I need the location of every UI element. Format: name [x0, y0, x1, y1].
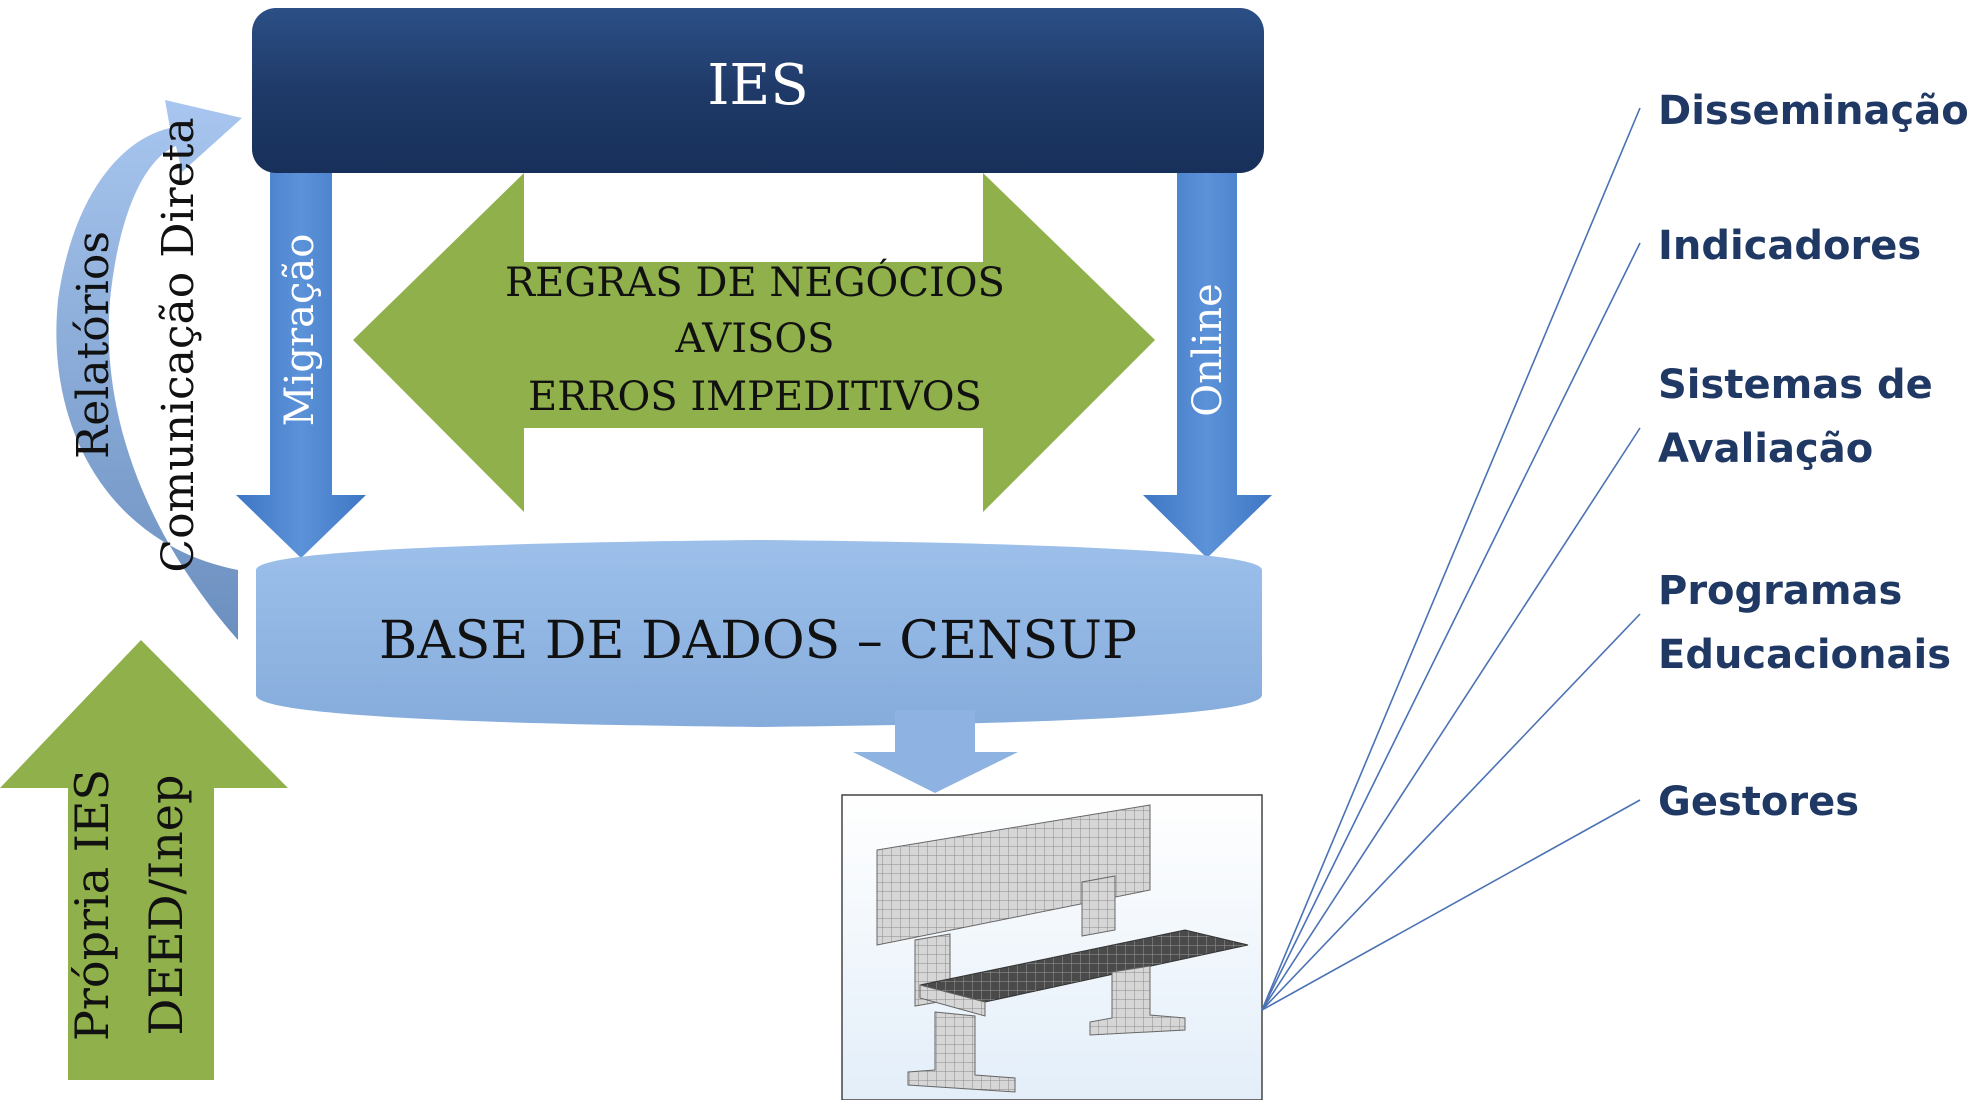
bench-backrest — [876, 804, 1151, 946]
curved-arrow-shape — [56, 100, 242, 640]
rules-double-arrow: REGRAS DE NEGÓCIOS AVISOS ERROS IMPEDITI… — [353, 173, 1155, 512]
bench-post-right — [1081, 875, 1116, 937]
output-programs-line2: Educacionais — [1658, 632, 1951, 678]
source-up-arrow-shape — [0, 640, 288, 1080]
bench-seat-edge — [919, 984, 986, 1017]
ies-box-shape — [252, 8, 1264, 173]
rules-line-1: REGRAS DE NEGÓCIOS — [505, 259, 1005, 306]
fan-line-3 — [1261, 427, 1641, 1011]
ies-box: IES — [252, 8, 1264, 173]
online-arrow-label: Online — [1185, 283, 1231, 417]
migration-arrow-shape — [236, 170, 366, 558]
output-indicators: Indicadores — [1658, 223, 1921, 269]
rules-double-arrow-shape — [353, 173, 1155, 512]
report-curved-arrow: Relatórios Comunicação Direta — [56, 100, 242, 640]
curved-arrow-line2: Comunicação Direta — [153, 117, 204, 572]
fan-line-4 — [1261, 613, 1641, 1011]
output-down-arrow — [853, 710, 1018, 793]
fan-line-2 — [1261, 242, 1641, 1011]
curved-arrow-line1: Relatórios — [68, 231, 119, 459]
source-line-1: Própria IES — [65, 769, 119, 1041]
fan-line-1 — [1261, 107, 1641, 1011]
database-label: BASE DE DADOS – CENSUP — [379, 611, 1137, 671]
bench-leg-left — [907, 1011, 1016, 1093]
output-evaluation-systems-line1: Sistemas de — [1658, 362, 1933, 408]
database-cylinder: BASE DE DADOS – CENSUP — [256, 540, 1262, 727]
output-managers: Gestores — [1658, 779, 1859, 825]
fan-line-5 — [1261, 799, 1641, 1011]
bench-image — [841, 794, 1263, 1100]
output-fan-lines — [1261, 107, 1641, 1011]
source-up-arrow: Própria IES DEED/Inep — [0, 640, 288, 1080]
output-programs-line1: Programas — [1658, 568, 1902, 614]
output-evaluation-systems-line2: Avaliação — [1658, 426, 1873, 472]
migration-arrow: Migração — [236, 170, 366, 558]
rules-line-3: ERROS IMPEDITIVOS — [528, 374, 982, 420]
ies-label: IES — [707, 53, 808, 118]
online-arrow-shape — [1143, 170, 1272, 558]
source-line-2: DEED/Inep — [139, 775, 193, 1036]
output-dissemination: Disseminação — [1658, 88, 1969, 134]
migration-arrow-label: Migração — [277, 234, 323, 427]
bench-leg-right — [1089, 965, 1186, 1036]
database-shape — [256, 540, 1262, 727]
rules-line-2: AVISOS — [674, 316, 834, 362]
online-arrow: Online — [1143, 170, 1272, 558]
output-labels: Disseminação Indicadores Sistemas de Ava… — [1658, 88, 1969, 825]
